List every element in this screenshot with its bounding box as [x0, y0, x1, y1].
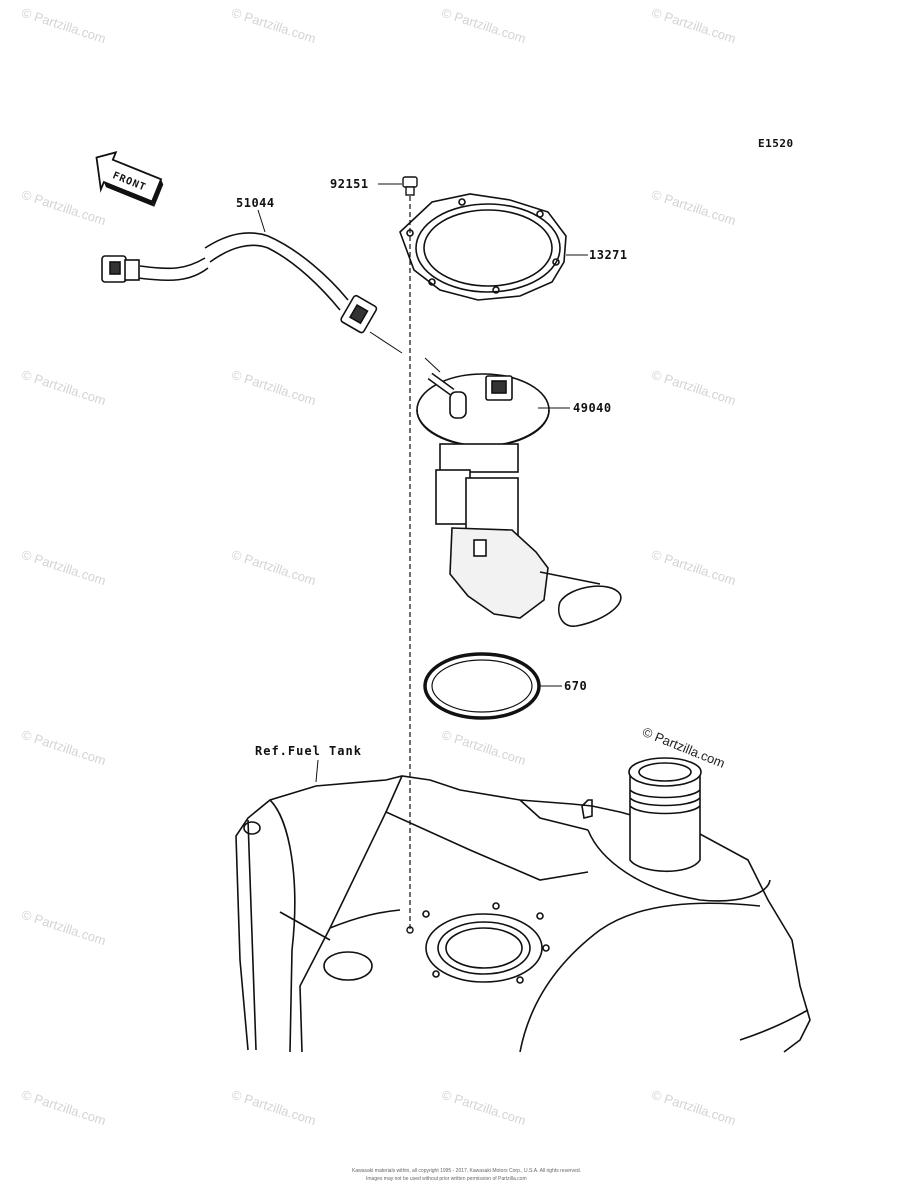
part-number-92151[interactable]: 92151 — [330, 177, 369, 191]
hose-51044-drawing — [101, 232, 378, 334]
fuel-pump-49040-drawing — [416, 372, 622, 627]
part-number-51044[interactable]: 51044 — [236, 196, 275, 210]
copyright-line-2: Images may not be used without prior wri… — [366, 1176, 527, 1182]
part-number-13271[interactable]: 13271 — [589, 248, 628, 262]
ref-fuel-tank-label: Ref.Fuel Tank — [255, 744, 362, 758]
part-number-49040[interactable]: 49040 — [573, 401, 612, 415]
bolt-92151-drawing — [402, 176, 418, 196]
copyright-line-1: Kawasaki materials within, all copyright… — [352, 1168, 581, 1174]
o-ring-670-drawing — [423, 652, 541, 720]
gasket-13271-drawing — [399, 193, 567, 301]
filler-neck-drawing — [628, 757, 702, 873]
diagram-code: E1520 — [758, 137, 794, 150]
fuel-tank-drawing — [235, 775, 811, 1053]
front-arrow-icon: FRONT — [95, 151, 164, 207]
part-number-670[interactable]: 670 — [564, 679, 588, 693]
